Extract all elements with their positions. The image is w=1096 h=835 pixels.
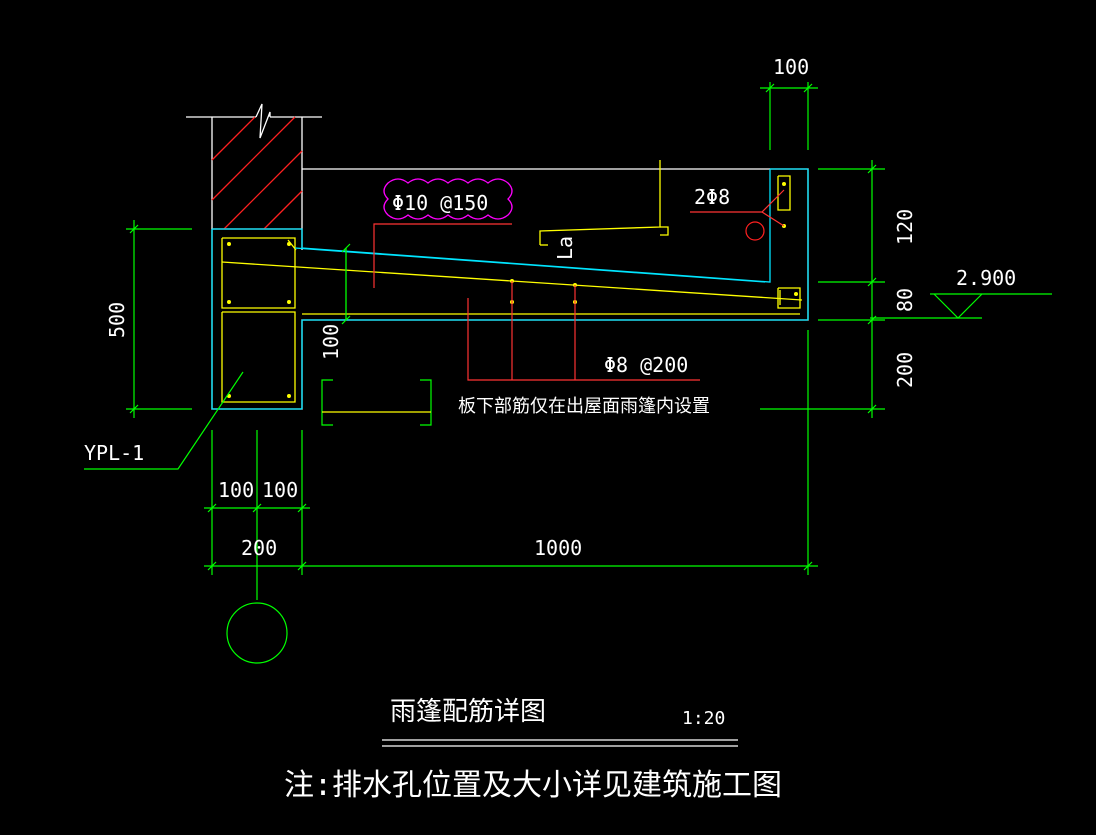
label-elevation: 2.900: [956, 266, 1016, 290]
label-bottom-bar-note: 板下部筋仅在出屋面雨篷内设置: [458, 396, 710, 417]
dim-right-80: 80: [893, 288, 917, 312]
label-rebar-top: Φ10 @150: [392, 191, 488, 215]
drawing-scale: 1:20: [682, 708, 725, 729]
revision-cloud: [383, 178, 513, 220]
label-rebar-bottom: Φ8 @200: [604, 353, 688, 377]
dim-top-100: 100: [773, 55, 809, 79]
title-block: 雨篷配筋详图 1:20 注:排水孔位置及大小详见建筑施工图: [284, 697, 782, 803]
dim-left-500: 500: [105, 302, 129, 338]
title-underline: [382, 739, 738, 747]
drawing-note: 注:排水孔位置及大小详见建筑施工图: [284, 768, 782, 803]
dim-right-120: 120: [893, 209, 917, 245]
rebar-labels: Φ10 @150 Φ8 @200 2Φ8 La YPL-1 2.900 板下部筋…: [84, 185, 1016, 465]
dim-right-200: 200: [893, 352, 917, 388]
dimension-lines: [84, 82, 1052, 664]
dim-bottom-1000: 1000: [534, 536, 582, 560]
label-beam-tag: YPL-1: [84, 441, 144, 465]
label-edge-bars: 2Φ8: [694, 185, 730, 209]
rebar-cage: [221, 160, 803, 403]
label-anchorage: La: [553, 236, 577, 260]
dim-bottom-100a: 100: [218, 478, 254, 502]
dim-mid-100: 100: [319, 324, 343, 360]
annotation-leaders: [373, 189, 785, 381]
dimension-texts: 100 100 100 200 1000 120 80 200 500 100: [105, 55, 917, 560]
dim-bottom-200: 200: [241, 536, 277, 560]
dim-bottom-100b: 100: [262, 478, 298, 502]
drawing-title: 雨篷配筋详图: [390, 697, 546, 727]
